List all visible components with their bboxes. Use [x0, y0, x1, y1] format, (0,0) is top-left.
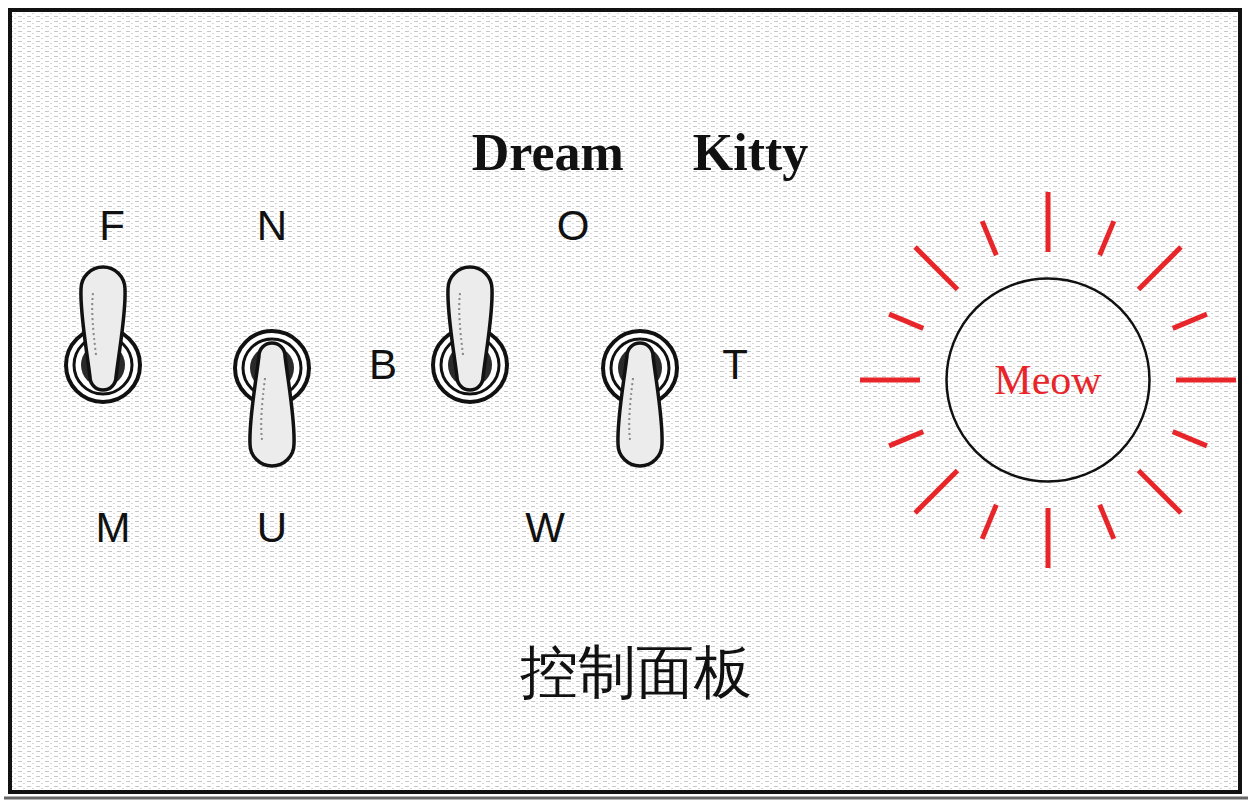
toggle-switches: [66, 267, 677, 466]
panel-shadow: [4, 797, 1248, 800]
toggle-switch: [66, 267, 140, 402]
panel-title: Dream Kitty: [472, 127, 809, 179]
lever-shading: [459, 293, 463, 355]
sound-ray: [1176, 378, 1236, 383]
switch-letter: T: [722, 344, 748, 386]
lever-shading: [261, 378, 265, 440]
button-label: Meow: [994, 359, 1101, 401]
sound-ray: [1046, 508, 1051, 568]
switch-letter: N: [257, 205, 287, 247]
button-texts: Meow: [994, 359, 1101, 401]
switch-letter: F: [99, 205, 125, 247]
switch-letter: W: [525, 507, 565, 549]
sound-ray: [915, 247, 957, 289]
switch-letter: M: [96, 507, 131, 549]
sound-ray: [1139, 471, 1181, 513]
sound-ray: [982, 221, 996, 255]
panel-frame: [10, 10, 1240, 792]
sound-ray: [1139, 247, 1181, 289]
sound-ray: [1173, 432, 1207, 446]
panel-texture: [10, 10, 1240, 792]
sound-ray: [915, 471, 957, 513]
meow-button: Meow: [945, 277, 1151, 483]
lever-shading: [92, 293, 96, 355]
sound-ray: [1046, 192, 1051, 252]
sound-ray: [982, 505, 996, 539]
switch-lever: [448, 267, 492, 390]
switch-letter: O: [557, 205, 590, 247]
toggle-switch: [235, 331, 309, 466]
switch-letter: B: [369, 344, 397, 386]
lever-shading: [629, 378, 633, 440]
meow-rays: [860, 192, 1236, 568]
sound-ray: [1100, 505, 1114, 539]
switch-lever: [618, 343, 662, 466]
panel-caption: 控制面板: [520, 643, 752, 701]
switch-letter: U: [257, 507, 287, 549]
button-circle: [947, 279, 1150, 482]
sound-ray: [1100, 221, 1114, 255]
sound-ray: [889, 314, 923, 328]
sound-ray: [860, 378, 920, 383]
sound-ray: [1173, 314, 1207, 328]
switch-lever: [250, 343, 294, 466]
toggle-switch: [433, 267, 507, 402]
sound-ray: [889, 432, 923, 446]
toggle-switch: [603, 331, 677, 466]
switch-lever: [81, 267, 125, 390]
